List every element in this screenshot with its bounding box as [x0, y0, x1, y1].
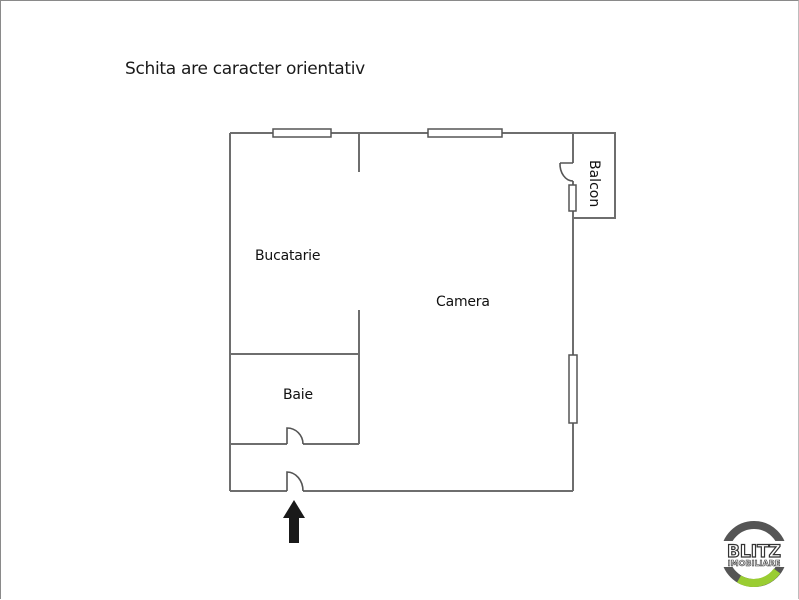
room-label-balcon: Balcon	[586, 160, 602, 208]
room-label-baie: Baie	[283, 387, 313, 403]
logo-text-imobiliare: IMOBILIARE	[728, 559, 781, 568]
balcony-door	[559, 162, 574, 182]
window-balcony	[568, 184, 577, 212]
balcony-outline	[573, 132, 616, 219]
blitz-imobiliare-logo: BLITZ IMOBILIARE	[721, 521, 787, 587]
entrance-arrow-icon	[283, 500, 305, 543]
entrance-door	[286, 471, 304, 492]
room-label-camera: Camera	[436, 294, 490, 310]
logo-text-blitz: BLITZ	[727, 542, 781, 562]
disclaimer-caption: Schita are caracter orientativ	[125, 59, 365, 79]
window-kitchen	[272, 128, 332, 138]
window-room	[427, 128, 503, 138]
bath-door	[286, 427, 304, 445]
window-right	[568, 354, 578, 424]
room-label-bucatarie: Bucatarie	[255, 248, 321, 264]
